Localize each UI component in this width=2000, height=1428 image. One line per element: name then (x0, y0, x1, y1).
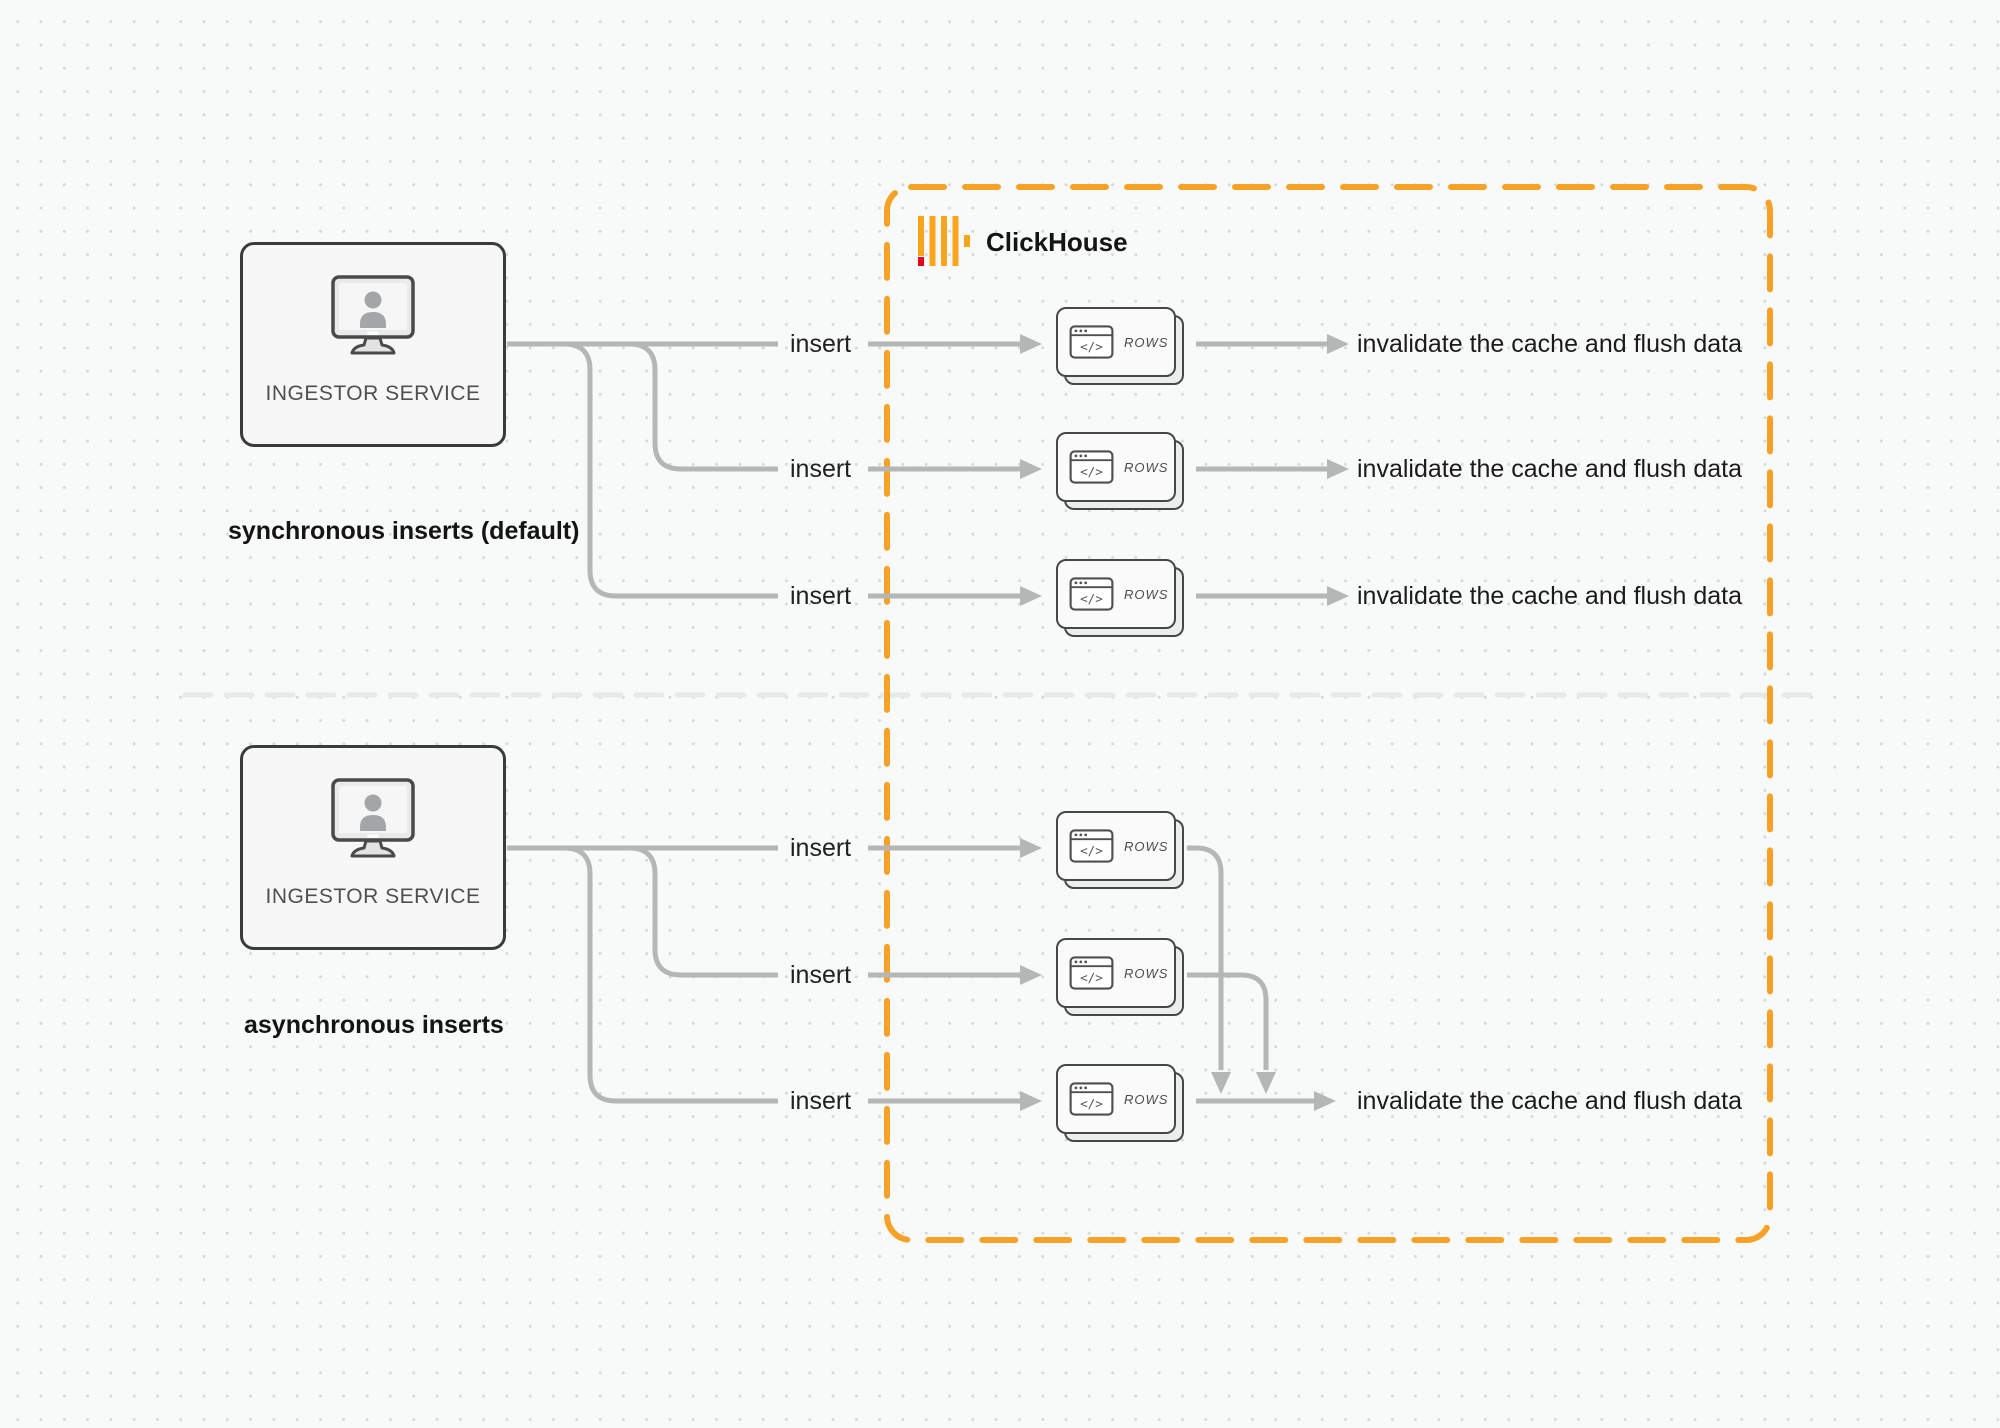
rows-table-icon: </> ROWS (1056, 307, 1186, 387)
ingestor-service-box-sync: INGESTOR SERVICE (240, 242, 506, 447)
browser-window-icon: </> (1069, 325, 1114, 359)
invalidate-label: invalidate the cache and flush data (1357, 1087, 1742, 1115)
stacked-card-front: </> ROWS (1056, 559, 1176, 629)
invalidate-label: invalidate the cache and flush data (1357, 582, 1742, 610)
monitor-user-icon (331, 778, 415, 858)
invalidate-label: invalidate the cache and flush data (1357, 455, 1742, 483)
sync-branch-3-line (563, 341, 778, 599)
svg-text:</>: </> (1080, 339, 1103, 354)
svg-text:</>: </> (1080, 591, 1103, 606)
service-box-label: INGESTOR SERVICE (265, 382, 481, 405)
service-box-label: INGESTOR SERVICE (265, 885, 481, 908)
stacked-card-front: </> ROWS (1056, 432, 1176, 502)
stacked-card-front: </> ROWS (1056, 307, 1176, 377)
insert-label: insert (790, 455, 852, 483)
rows-table-icon: </> ROWS (1056, 559, 1186, 639)
insert-label: insert (790, 834, 852, 862)
insert-label: insert (790, 582, 852, 610)
rows-label: ROWS (1124, 459, 1169, 475)
clickhouse-logo-icon (918, 216, 970, 266)
clickhouse-label: ClickHouse (986, 227, 1128, 257)
rows-label: ROWS (1124, 965, 1169, 981)
browser-window-icon: </> (1069, 450, 1114, 484)
async-converge-line-1 (1187, 845, 1224, 1070)
rows-label: ROWS (1124, 334, 1169, 350)
insert-label: insert (790, 330, 852, 358)
stacked-card-front: </> ROWS (1056, 811, 1176, 881)
async-branch-2-line (628, 845, 778, 978)
svg-text:</>: </> (1080, 843, 1103, 858)
rows-table-icon: </> ROWS (1056, 811, 1186, 891)
svg-text:</>: </> (1080, 464, 1103, 479)
ingestor-service-box-async: INGESTOR SERVICE (240, 745, 506, 950)
async-converge-line-2 (1187, 972, 1269, 1070)
sync-caption: synchronous inserts (default) (228, 517, 580, 545)
svg-text:</>: </> (1080, 1096, 1103, 1111)
browser-window-icon: </> (1069, 956, 1114, 990)
stacked-card-front: </> ROWS (1056, 1064, 1176, 1134)
browser-window-icon: </> (1069, 829, 1114, 863)
async-branch-3-line (563, 845, 778, 1104)
rows-label: ROWS (1124, 1091, 1169, 1107)
sync-branch-2-line (628, 341, 778, 472)
insert-label: insert (790, 961, 852, 989)
stacked-card-front: </> ROWS (1056, 938, 1176, 1008)
async-caption: asynchronous inserts (244, 1011, 504, 1039)
rows-table-icon: </> ROWS (1056, 938, 1186, 1018)
browser-window-icon: </> (1069, 1082, 1114, 1116)
rows-table-icon: </> ROWS (1056, 432, 1186, 512)
browser-window-icon: </> (1069, 577, 1114, 611)
svg-text:</>: </> (1080, 970, 1103, 985)
rows-table-icon: </> ROWS (1056, 1064, 1186, 1144)
rows-label: ROWS (1124, 838, 1169, 854)
invalidate-label: invalidate the cache and flush data (1357, 330, 1742, 358)
rows-label: ROWS (1124, 586, 1169, 602)
monitor-user-icon (331, 275, 415, 355)
insert-label: insert (790, 1087, 852, 1115)
gray-connectors (507, 341, 1327, 1104)
